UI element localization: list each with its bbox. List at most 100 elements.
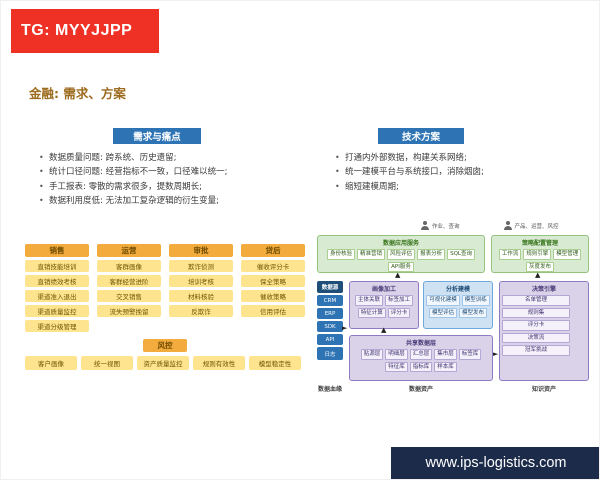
capability-box: 渠道质量监控	[25, 305, 89, 317]
component-box: 集市层	[434, 349, 457, 360]
panel-modeling: 分析建模 可视化建模 模型训练 模型评估 模型发布	[423, 281, 493, 329]
risk-header: 风控	[143, 339, 187, 352]
component-box: 身份核验	[327, 249, 356, 260]
bullet-item: 手工报表: 零散的需求很多，提数周期长;	[37, 180, 313, 194]
component-box: 工作流	[498, 249, 522, 260]
bullet-item: 数据利用度低: 无法加工复杂逻辑的衍生变量;	[37, 194, 313, 208]
capability-box: 直销技能培训	[25, 260, 89, 272]
bullet-item: 缩短建模周期;	[333, 180, 577, 194]
panel-title: 分析建模	[445, 286, 470, 293]
risk-row: 客户画像 统一视图 资产质量监控 规则有效性 模型稳定性	[25, 356, 305, 370]
bottom-label-lineage: 数据血缘	[317, 386, 342, 393]
component-box: 特征库	[385, 361, 408, 373]
panel-profile-processing: 画像加工 主体关联 标签加工 特征计算 评分卡	[349, 281, 419, 329]
user-icon	[503, 221, 512, 230]
component-box: 汇总层	[409, 349, 433, 360]
source-box: 日志	[317, 347, 343, 360]
solution-bullet-list: 打通内外部数据，构建关系网络; 统一建模平台与系统接口，消除烟囱; 缩短建模周期…	[333, 151, 577, 194]
capability-box: 规则有效性	[193, 356, 245, 370]
bullet-item: 统计口径问题: 经营指标不一致，口径难以统一;	[37, 165, 313, 179]
panel-title: 策略配置管理	[521, 240, 558, 247]
component-box: 评分卡	[387, 307, 411, 319]
component-box: 规则引擎	[523, 249, 552, 260]
website-banner: www.ips-logistics.com	[391, 447, 599, 479]
panel-data-sources: 数据源 CRM ERP SDK API 日志	[317, 281, 343, 360]
capability-box: 直销绩效考核	[25, 275, 89, 287]
capability-box: 客群画像	[97, 260, 161, 272]
capability-box: 资产质量监控	[137, 356, 189, 370]
page-title: 金融: 需求、方案	[29, 86, 126, 101]
user-roles: 作业、查询 产品、运营、风控	[421, 221, 559, 230]
component-box: 灰度发布	[525, 261, 554, 273]
source-box: API	[317, 334, 343, 345]
panel-shared-data: 共享数据层 贴源层 明细层 汇总层 集市层 标签库 特征库 指标库 样本库	[349, 335, 493, 381]
capability-box: 客群经营进阶	[97, 275, 161, 287]
panel-title: 决策引擎	[531, 286, 556, 293]
capability-box: 交叉销售	[97, 290, 161, 302]
capability-box: 统一视图	[81, 356, 133, 370]
component-box: 特征计算	[357, 307, 386, 319]
component-box: 评分卡	[502, 320, 570, 331]
panel-decision-engine: 决策引擎 名单管理 规则集 评分卡 决策流 冠军挑战	[499, 281, 589, 381]
component-box: SQL查询	[447, 249, 475, 260]
capability-box: 客户画像	[25, 356, 77, 370]
column-postloan: 贷后 催收评分卡 保全策略 催收策略 信用评估	[241, 244, 305, 332]
up-arrow: ▲	[381, 326, 387, 334]
column-approval: 审批 欺诈侦测 培训考核 材料核验 反欺诈	[169, 244, 233, 332]
component-box: 标签加工	[385, 295, 414, 306]
component-box: API服务	[388, 261, 414, 273]
capability-box: 模型稳定性	[249, 356, 301, 370]
component-box: 冠军挑战	[502, 345, 570, 356]
capability-box: 保全策略	[241, 275, 305, 287]
component-box: 精准营销	[357, 249, 386, 260]
user-icon	[421, 221, 429, 230]
section-header-requirements: 需求与痛点	[113, 128, 201, 144]
capability-box: 欺诈侦测	[169, 260, 233, 272]
panel-strategy-mgmt: 策略配置管理 工作流 规则引擎 模型管理 灰度发布	[491, 235, 589, 273]
bottom-label-data-asset: 数据资产	[408, 386, 433, 393]
source-box: SDK	[317, 321, 343, 332]
source-box: CRM	[317, 295, 343, 306]
component-box: 模型管理	[553, 249, 582, 260]
capability-box: 渠道分级管理	[25, 320, 89, 332]
panel-app-services: 数据应用服务 身份核验 精准营销 风险评估 报表分析 SQL查询 API服务	[317, 235, 485, 273]
column-header: 销售	[25, 244, 89, 257]
bullet-item: 打通内外部数据，构建关系网络;	[333, 151, 577, 165]
column-header: 运营	[97, 244, 161, 257]
component-box: 贴源层	[360, 349, 384, 360]
watermark-tag: TG: MYYJJPP	[11, 9, 159, 53]
capability-box: 培训考核	[169, 275, 233, 287]
column-operations: 运营 客群画像 客群经营进阶 交叉销售 流失预警挽留	[97, 244, 161, 332]
component-box: 可视化建模	[426, 295, 460, 306]
column-sales: 销售 直销技能培训 直销绩效考核 渠道准入退出 渠道质量监控 渠道分级管理	[25, 244, 89, 332]
component-box: 模型训练	[461, 295, 490, 306]
user-role: 产品、运营、风控	[503, 221, 559, 230]
source-box: ERP	[317, 308, 343, 319]
user-role-label: 作业、查询	[432, 223, 460, 230]
component-box: 模型评估	[428, 307, 457, 319]
bullet-item: 数据质量问题: 跨系统、历史遗留;	[37, 151, 313, 165]
component-box: 风险评估	[387, 249, 416, 260]
component-box: 名单管理	[502, 295, 570, 306]
capability-box: 反欺诈	[169, 305, 233, 317]
right-arrow: ►	[493, 350, 499, 358]
component-box: 报表分析	[417, 249, 446, 260]
panel-title: 共享数据层	[405, 340, 436, 347]
right-arrow: ►	[342, 324, 348, 332]
column-header: 审批	[169, 244, 233, 257]
architecture-diagram: 作业、查询 产品、运营、风控 数据应用服务 身份核验 精准营销 风险评估 报表分…	[313, 221, 593, 395]
capability-box: 流失预警挽留	[97, 305, 161, 317]
bullet-item: 统一建模平台与系统接口，消除烟囱;	[333, 165, 577, 179]
panel-title: 画像加工	[371, 286, 396, 293]
bottom-label-knowledge-asset: 知识资产	[531, 386, 556, 393]
user-role: 作业、查询	[421, 221, 460, 230]
capability-box: 材料核验	[169, 290, 233, 302]
user-role-label: 产品、运营、风控	[514, 223, 559, 230]
capability-box: 信用评估	[241, 305, 305, 317]
component-box: 决策流	[502, 332, 570, 344]
component-box: 样本库	[434, 361, 457, 373]
component-box: 主体关联	[354, 295, 383, 306]
capability-box: 渠道准入退出	[25, 290, 89, 302]
business-capability-diagram: 销售 直销技能培训 直销绩效考核 渠道准入退出 渠道质量监控 渠道分级管理 运营…	[25, 244, 305, 370]
